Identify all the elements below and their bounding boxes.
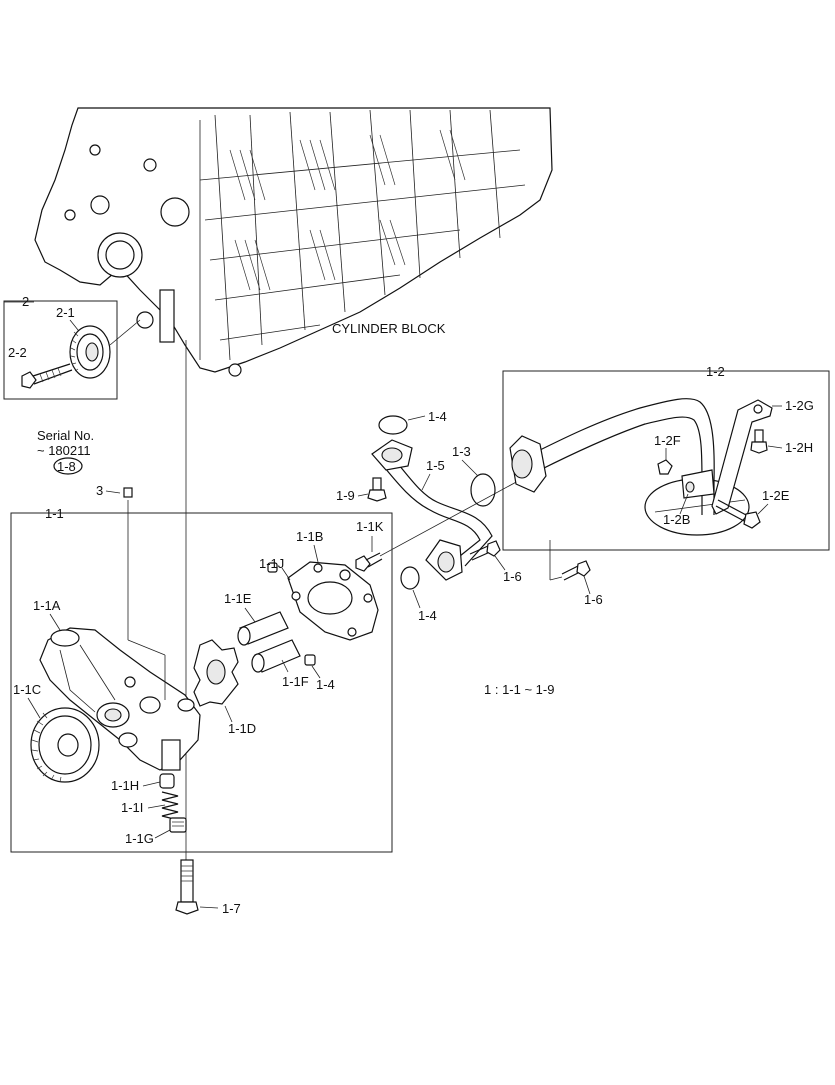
o-ring-1-4-top — [378, 415, 408, 435]
bolt-1-6-b — [561, 560, 591, 581]
label-1-2H: 1-2H — [785, 440, 813, 455]
bolt-2-2 — [21, 363, 73, 389]
rotor-1-1D — [193, 639, 239, 707]
shaft-1-1E — [237, 611, 289, 646]
bolt-1-7 — [175, 859, 199, 915]
o-ring-1-3 — [470, 473, 496, 507]
label-1-6-a: 1-6 — [503, 569, 522, 584]
idler-gear-2-1 — [69, 325, 111, 379]
label-1-1H: 1-1H — [111, 778, 139, 793]
label-1-1E: 1-1E — [224, 591, 252, 606]
label-1-7: 1-7 — [222, 901, 241, 916]
clamp-1-2B — [681, 469, 715, 499]
group-2-box — [3, 300, 118, 400]
label-1-4-top: 1-4 — [428, 409, 447, 424]
label-1-1F: 1-1F — [282, 674, 309, 689]
cylinder-block-label: CYLINDER BLOCK — [332, 321, 446, 336]
label-2-2: 2-2 — [8, 345, 27, 360]
label-1-2G: 1-2G — [785, 398, 814, 413]
bolt-1-9 — [367, 477, 387, 502]
suction-pipe-1-5 — [379, 457, 493, 567]
label-3: 3 — [96, 483, 103, 498]
label-1-1K: 1-1K — [356, 519, 384, 534]
bolt-1-6-a — [469, 540, 501, 561]
lower-flange — [425, 539, 463, 581]
label-1-5: 1-5 — [426, 458, 445, 473]
group-1-1-label: 1-1 — [45, 506, 64, 521]
label-1-3: 1-3 — [452, 444, 471, 459]
label-1-4-mid: 1-4 — [418, 608, 437, 623]
label-2-1: 2-1 — [56, 305, 75, 320]
label-1-6-b: 1-6 — [584, 592, 603, 607]
serial-range-label: ~ 180211 — [37, 443, 91, 458]
group-1-2-label: 1-2 — [706, 364, 725, 379]
strainer-pipe-1-2 — [529, 398, 715, 515]
serial-ref-circle — [53, 457, 83, 475]
label-1-2E: 1-2E — [762, 488, 790, 503]
o-ring-1-4-mid — [400, 566, 420, 590]
bolt-1-2E — [715, 499, 761, 529]
bolt-1-1J — [267, 562, 278, 573]
label-1-1J: 1-1J — [259, 556, 284, 571]
bolt-1-2H — [750, 429, 768, 454]
label-1-2B: 1-2B — [663, 512, 690, 527]
cylinder-block-drawing — [34, 107, 553, 377]
label-1-1C: 1-1C — [13, 682, 41, 697]
nut-1-2F — [657, 459, 673, 475]
oil-pump-body-1-1A — [39, 627, 201, 771]
plunger-1-1H — [159, 773, 175, 789]
drive-gear-1-1C — [30, 707, 100, 783]
upper-flange — [371, 439, 413, 471]
label-1-1B: 1-1B — [296, 529, 323, 544]
label-1-9: 1-9 — [336, 488, 355, 503]
label-1-4-lower: 1-4 — [316, 677, 335, 692]
group-1-1-box — [10, 512, 393, 853]
serial-no-label: Serial No. — [37, 428, 94, 443]
spring-1-1I — [161, 791, 179, 821]
bolt-1-1K — [355, 552, 383, 572]
label-1-1I: 1-1I — [121, 800, 143, 815]
group-1-2-box — [502, 370, 830, 551]
shaft-1-1F — [251, 639, 301, 673]
label-1-1A: 1-1A — [33, 598, 61, 613]
label-1-1D: 1-1D — [228, 721, 256, 736]
plug-1-1G — [169, 817, 187, 833]
dowel-1-4 — [304, 654, 316, 666]
strainer-flange — [509, 435, 547, 493]
pump-cover-1-1B — [287, 561, 379, 641]
group-2-label: 2 — [22, 294, 29, 309]
pin-3 — [123, 487, 133, 498]
bracket-1-2G — [711, 399, 773, 515]
label-1-1G: 1-1G — [125, 831, 154, 846]
label-1-2F: 1-2F — [654, 433, 681, 448]
serial-ref-label: 1-8 — [57, 459, 76, 474]
range-note: 1 : 1-1 ~ 1-9 — [484, 682, 554, 697]
